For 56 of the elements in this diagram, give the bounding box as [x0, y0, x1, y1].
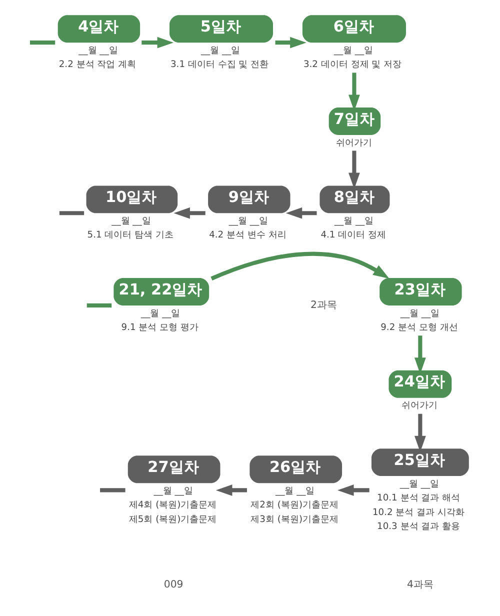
node-label: 10.2 분석 결과 시각화	[372, 508, 465, 518]
node-box: 21, 22일차	[114, 278, 210, 306]
node-label: __월 __일	[200, 46, 240, 56]
node-label: 3.2 데이터 정제 및 저장	[303, 60, 402, 70]
node-box: 24일차	[388, 370, 452, 398]
node-box: 8일차	[320, 186, 390, 214]
arrow	[174, 207, 206, 219]
node-label: 쉬어가기	[336, 138, 372, 148]
node-label: 제4회 (복원)기출문제	[128, 500, 217, 511]
arrow	[216, 484, 247, 496]
node-label: __월 __일	[276, 486, 315, 496]
node-label: 2.2 분석 작업 계획	[58, 60, 136, 70]
node-label: __월 __일	[334, 46, 374, 56]
arrow	[210, 252, 390, 280]
arrow	[348, 150, 360, 189]
label: 2과목	[310, 300, 337, 311]
node-label: __월 __일	[154, 486, 193, 496]
node-box: 25일차	[371, 448, 469, 476]
node-label: 10.3 분석 결과 활용	[377, 522, 460, 532]
arrow	[286, 207, 317, 219]
node-label: __월 __일	[400, 479, 440, 490]
node-box: 10일차	[86, 186, 178, 214]
node-box: 9일차	[208, 186, 290, 214]
node-box: 23일차	[380, 278, 462, 306]
arrow	[275, 36, 306, 48]
node-label: __월 __일	[228, 216, 268, 226]
label: 009	[164, 580, 184, 591]
node-box: 7일차	[328, 108, 381, 135]
node-label: 제3회 (복원)기출문제	[250, 514, 339, 525]
node-label: __월 __일	[78, 46, 118, 56]
node-label: 10.1 분석 결과 해석	[377, 494, 460, 504]
arrow	[142, 36, 174, 48]
node-label: __월 __일	[112, 216, 151, 226]
connector	[100, 488, 126, 492]
node-box: 27일차	[128, 456, 220, 484]
connector	[86, 303, 112, 308]
node-label: 9.1 분석 모형 평가	[121, 323, 198, 334]
arrow	[337, 484, 370, 496]
node-label: 9.2 분석 모형 개선	[380, 323, 458, 334]
node-label: 3.1 데이터 수집 및 전환	[170, 60, 269, 70]
node-label: 5.1 데이터 탐색 기초	[87, 230, 174, 241]
node-box: 5일차	[170, 15, 274, 43]
node-label: 4.1 데이터 정제	[320, 230, 386, 241]
node-label: 4.2 분석 변수 처리	[209, 230, 286, 241]
node-box: 6일차	[302, 15, 406, 43]
connector	[59, 211, 84, 216]
node-label: __월 __일	[400, 308, 440, 319]
node-label: 제2회 (복원)기출문제	[250, 500, 339, 511]
connector	[30, 40, 56, 45]
node-box: 4일차	[58, 15, 140, 43]
node-label: __월 __일	[141, 308, 180, 319]
node-label: __월 __일	[334, 216, 374, 226]
node-label: 쉬어가기	[401, 401, 438, 412]
node-box: 26일차	[250, 456, 342, 484]
label: 4과목	[406, 580, 434, 591]
node-label: 제5회 (복원)기출문제	[128, 514, 217, 525]
